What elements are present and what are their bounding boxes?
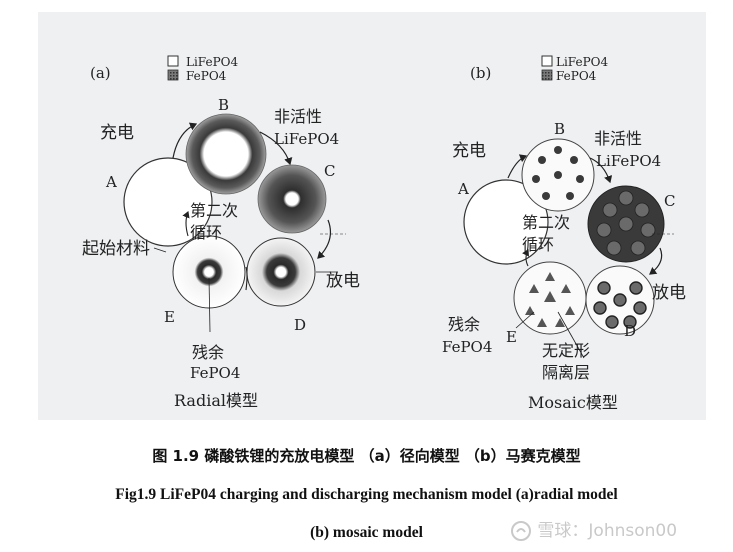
legend-b-fepo4-label: FePO4 bbox=[556, 69, 597, 83]
label-a-start-material: 起始材料 bbox=[82, 239, 150, 259]
label-a-D: D bbox=[294, 316, 306, 334]
legend-fepo4-swatch bbox=[167, 69, 179, 81]
legend-b-lifepo4-swatch bbox=[541, 55, 553, 67]
leader-b-amorphous bbox=[557, 311, 585, 359]
arrow-d-to-e bbox=[245, 266, 248, 291]
arrow-b-a-to-b bbox=[507, 154, 528, 179]
arrow-b-c-to-d bbox=[649, 247, 663, 275]
label-a-B: B bbox=[218, 96, 229, 114]
label-a-residual-1: 残余 bbox=[192, 343, 224, 362]
caption-english-line-1: Fig1.9 LiFeP04 charging and discharging … bbox=[115, 486, 618, 503]
arrow-a-to-b bbox=[172, 122, 198, 159]
watermark-text: 雪球：Johnson00 bbox=[537, 521, 678, 541]
label-a-A: A bbox=[105, 173, 117, 191]
panel-a: (a) LiFePO4 FePO4 B A bbox=[82, 55, 360, 410]
particle-a-start bbox=[123, 157, 213, 247]
figure-panel: (a) LiFePO4 FePO4 B A bbox=[38, 12, 706, 420]
particle-d-discharging bbox=[246, 237, 316, 307]
snowball-logo-icon bbox=[511, 521, 531, 541]
arrow-e-to-a bbox=[182, 210, 190, 237]
label-a-charge: 充电 bbox=[100, 123, 134, 143]
legend-b-lifepo4-label: LiFePO4 bbox=[556, 55, 608, 69]
particle-b-start bbox=[463, 179, 549, 265]
legend-b-fepo4-swatch bbox=[541, 69, 553, 81]
legend-fepo4-label: FePO4 bbox=[186, 69, 227, 83]
label-b-second-cycle-2: 循环 bbox=[522, 235, 554, 254]
particle-c-charged bbox=[257, 164, 327, 234]
leader-b-residual bbox=[515, 311, 535, 329]
label-a-inactive-1: 非活性 bbox=[274, 107, 322, 126]
caption-english-line-2: (b) mosaic model bbox=[310, 524, 423, 541]
label-b-inactive-2: LiFePO4 bbox=[596, 152, 661, 170]
label-b-discharge: 放电 bbox=[652, 283, 686, 303]
label-b-A: A bbox=[457, 180, 469, 198]
label-a-second-cycle-2: 循环 bbox=[190, 223, 222, 242]
leader-residual bbox=[208, 277, 211, 333]
arrow-b-e-to-a bbox=[522, 249, 529, 267]
label-a-E: E bbox=[164, 308, 175, 326]
arrow-b-b-to-c bbox=[589, 157, 613, 184]
label-b-B: B bbox=[554, 120, 565, 138]
leader-start-material bbox=[153, 247, 167, 253]
caption-chinese: 图 1.9 磷酸铁锂的充放电模型 （a）径向模型 （b）马赛克模型 bbox=[152, 447, 581, 465]
legend-lifepo4-swatch bbox=[167, 55, 179, 67]
particle-e-residual bbox=[172, 235, 246, 309]
particle-b-charging-mosaic bbox=[521, 138, 595, 212]
mechanism-diagram: (a) LiFePO4 FePO4 B A bbox=[82, 55, 686, 412]
panel-a-tag: (a) bbox=[90, 64, 111, 82]
watermark: 雪球：Johnson00 bbox=[510, 516, 677, 542]
panel-b: (b) LiFePO4 FePO4 bbox=[442, 55, 686, 412]
label-a-C: C bbox=[324, 162, 335, 180]
label-b-inactive-1: 非活性 bbox=[594, 129, 642, 148]
label-b-charge: 充电 bbox=[452, 141, 486, 161]
particle-c-charged-mosaic bbox=[587, 185, 665, 263]
label-b-C: C bbox=[664, 192, 675, 210]
legend-lifepo4-label: LiFePO4 bbox=[186, 55, 238, 69]
label-a-inactive-2: LiFePO4 bbox=[274, 130, 339, 148]
label-b-E: E bbox=[506, 328, 517, 346]
label-a-discharge: 放电 bbox=[326, 271, 360, 291]
particle-b-charging bbox=[185, 113, 267, 195]
arrow-c-to-d bbox=[317, 219, 331, 259]
label-b-amorphous-2: 隔离层 bbox=[542, 363, 590, 382]
arrow-b-to-c bbox=[259, 131, 293, 166]
label-b-residual-1: 残余 bbox=[448, 315, 480, 334]
panel-b-tag: (b) bbox=[470, 64, 491, 82]
label-a-second-cycle-1: 第二次 bbox=[190, 201, 238, 220]
label-a-model: Radial模型 bbox=[174, 391, 258, 410]
particle-e-residual-mosaic bbox=[513, 261, 587, 335]
particle-d-discharging-mosaic bbox=[585, 265, 655, 335]
label-b-residual-2: FePO4 bbox=[442, 338, 492, 356]
label-b-model: Mosaic模型 bbox=[528, 393, 618, 412]
label-b-D: D bbox=[624, 322, 636, 340]
label-b-second-cycle-1: 第二次 bbox=[522, 213, 570, 232]
label-a-residual-2: FePO4 bbox=[190, 364, 240, 382]
label-b-amorphous-1: 无定形 bbox=[542, 341, 590, 360]
